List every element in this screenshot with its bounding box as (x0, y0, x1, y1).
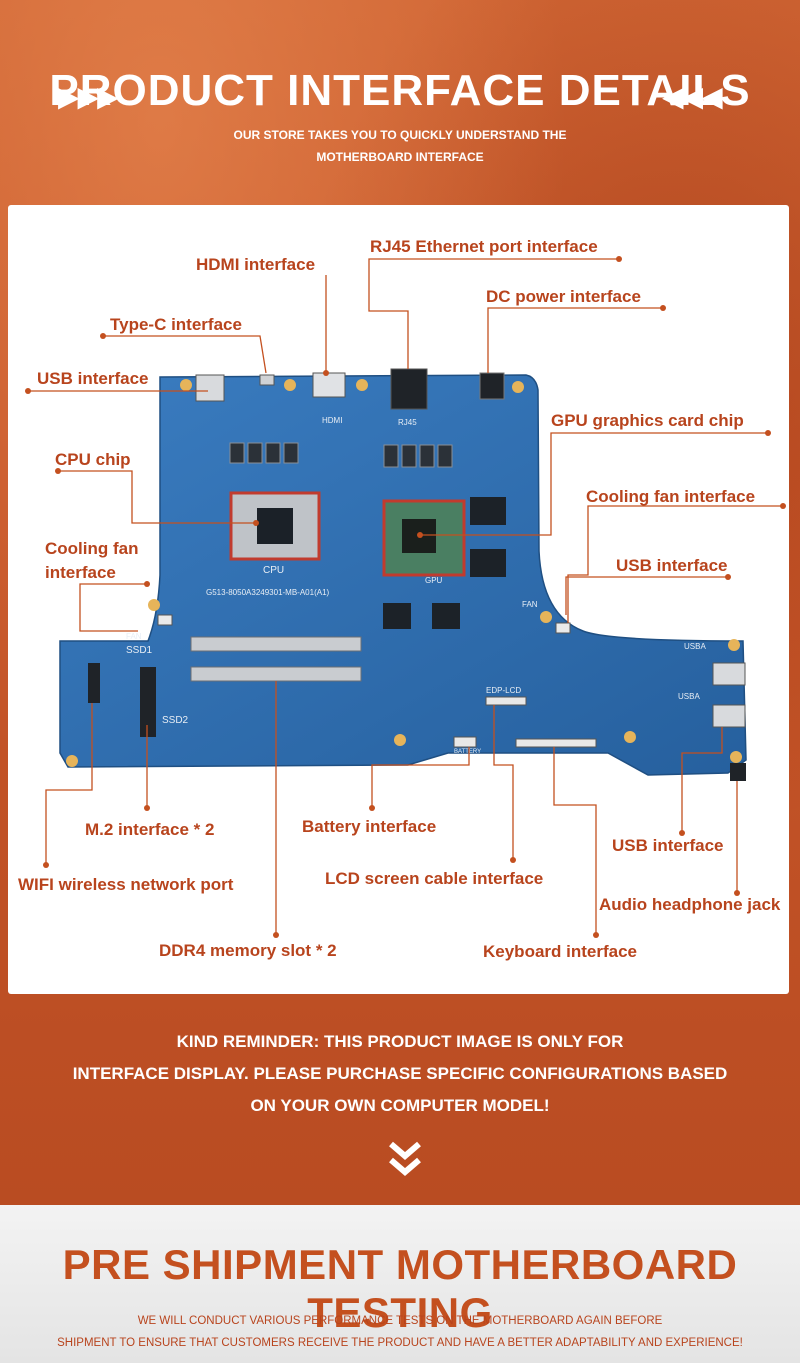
label-gpu-chip: GPU graphics card chip (551, 411, 744, 430)
usb-port-top (195, 374, 225, 402)
reminder-line-1: KIND REMINDER: THIS PRODUCT IMAGE IS ONL… (176, 1032, 624, 1051)
m2-slot-1 (140, 667, 156, 737)
label-rj45-interface: RJ45 Ethernet port interface (370, 237, 598, 256)
testing-description: WE WILL CONDUCT VARIOUS PERFORMANCE TEST… (0, 1310, 800, 1354)
edp-connector (485, 696, 527, 706)
motherboard-diagram: CPU GPU HDMI RJ45 FAN FAN SSD1 SSD2 USBA… (25, 256, 786, 938)
usb-port-right-1 (712, 662, 746, 686)
label-hdmi-interface: HDMI interface (196, 255, 316, 274)
arrow-right-icon: ▶▶▶ (58, 80, 119, 113)
power-chokes (229, 442, 453, 468)
vram-chip (383, 603, 411, 629)
ddr4-slot-2 (190, 666, 362, 682)
label-ddr4-slot: DDR4 memory slot * 2 (159, 941, 337, 960)
silk-ssd1: SSD1 (126, 645, 153, 656)
mounting-holes (66, 379, 742, 767)
label-cooling-fan-left-line2: interface (45, 563, 116, 582)
label-usb-interface-right-top: USB interface (616, 556, 728, 575)
testing-line-2: SHIPMENT TO ENSURE THAT CUSTOMERS RECEIV… (57, 1337, 743, 1349)
hdmi-port (312, 372, 346, 398)
label-cpu-chip: CPU chip (55, 450, 131, 469)
label-battery-interface: Battery interface (302, 817, 437, 836)
page-title: PRODUCT INTERFACE DETAILS (49, 66, 751, 115)
label-cooling-fan-left-line1: Cooling fan (45, 539, 139, 558)
m2-slot-2 (88, 663, 100, 703)
label-usb-interface-right-bottom: USB interface (612, 836, 724, 855)
label-typec-interface: Type-C interface (110, 315, 242, 334)
audio-jack (730, 763, 746, 781)
silk-fan-right: FAN (522, 600, 538, 609)
dc-port (479, 372, 505, 400)
chevron-down-icon (389, 1141, 421, 1176)
ddr4-slot-1 (190, 636, 362, 652)
leader-lines (28, 258, 783, 935)
silk-edp: EDP-LCD (486, 686, 521, 695)
fan-header-right (555, 622, 571, 634)
label-usb-interface-top-left: USB interface (37, 369, 149, 388)
vram-chip (432, 603, 460, 629)
label-wifi-port: WIFI wireless network port (18, 875, 234, 894)
silk-rj45: RJ45 (398, 418, 417, 427)
silk-model: G513-8050A3249301-MB-A01(A1) (206, 588, 330, 597)
vram-chip (470, 497, 506, 525)
silk-ssd2: SSD2 (162, 715, 189, 726)
subtitle-line-2: MOTHERBOARD INTERFACE (316, 150, 484, 164)
testing-title: PRE SHIPMENT MOTHERBOARD TESTING (62, 1241, 738, 1336)
reminder-line-2: INTERFACE DISPLAY. PLEASE PURCHASE SPECI… (72, 1064, 728, 1083)
kind-reminder: KIND REMINDER: THIS PRODUCT IMAGE IS ONL… (0, 1026, 800, 1122)
label-audio-jack: Audio headphone jack (599, 895, 781, 914)
rj45-port (390, 368, 428, 410)
silk-battery: BATTERY (454, 749, 481, 755)
silk-usba-1: USBA (684, 642, 706, 651)
label-lcd-cable-interface: LCD screen cable interface (325, 869, 544, 888)
keyboard-connector (515, 738, 597, 748)
silk-fan-left: FAN (126, 632, 142, 641)
fan-header-left (157, 614, 173, 626)
typec-port (259, 374, 275, 386)
label-dc-power-interface: DC power interface (486, 287, 641, 306)
silk-hdmi: HDMI (322, 416, 342, 425)
label-m2-interface: M.2 interface * 2 (85, 820, 215, 839)
subtitle-line-1: OUR STORE TAKES YOU TO QUICKLY UNDERSTAN… (233, 128, 567, 142)
vram-chip (470, 549, 506, 577)
silk-gpu: GPU (425, 576, 443, 585)
silk-cpu: CPU (263, 565, 284, 576)
testing-section-background (0, 1205, 800, 1363)
label-keyboard-interface: Keyboard interface (483, 942, 637, 961)
page-subtitle: OUR STORE TAKES YOU TO QUICKLY UNDERSTAN… (0, 124, 800, 168)
leader-dots (25, 256, 786, 938)
testing-line-1: WE WILL CONDUCT VARIOUS PERFORMANCE TEST… (137, 1315, 663, 1327)
arrow-left-icon: ◀◀◀ (662, 80, 723, 113)
label-cooling-fan-right: Cooling fan interface (586, 487, 756, 506)
usb-port-right-2 (712, 704, 746, 728)
battery-connector (453, 736, 477, 748)
reminder-line-3: ON YOUR OWN COMPUTER MODEL! (250, 1096, 550, 1115)
motherboard-card: CPU GPU HDMI RJ45 FAN FAN SSD1 SSD2 USBA… (8, 205, 789, 994)
silk-usba-2: USBA (678, 692, 700, 701)
cpu-die (257, 508, 293, 544)
